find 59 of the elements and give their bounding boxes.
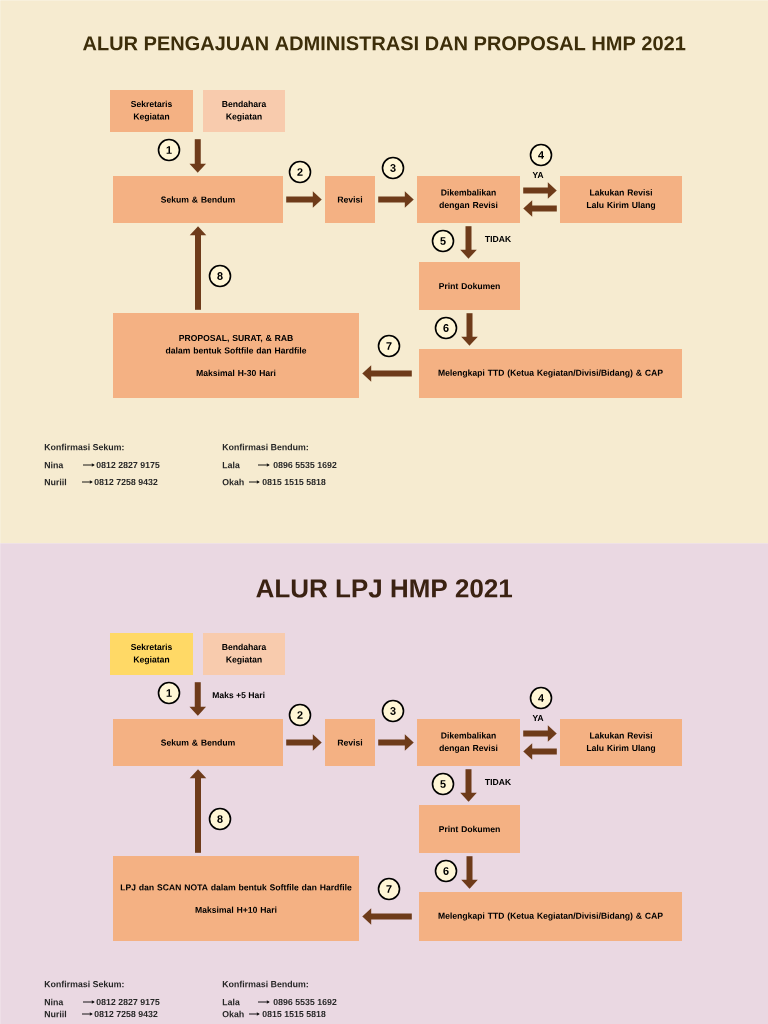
contact-text: 0815 1515 5818 [262, 478, 326, 486]
step-number: 4 [529, 143, 553, 167]
step-number: 5 [431, 772, 455, 796]
step-number: 3 [381, 699, 405, 723]
edge-label: TIDAK [484, 779, 512, 785]
process-box: Bendahara Kegiatan [203, 90, 285, 132]
process-box: Sekretaris Kegiatan [110, 90, 193, 132]
contact-text: Nina [44, 998, 64, 1006]
process-box: Revisi [325, 719, 375, 766]
contact-text: Lala [222, 461, 240, 469]
process-box: Sekum & Bendum [113, 719, 283, 766]
step-number: 3 [381, 156, 405, 180]
contact-text: 0812 2827 9175 [96, 998, 160, 1006]
process-box: Print Dokumen [419, 262, 520, 310]
contact-text: 0896 5535 1692 [273, 461, 337, 469]
contact-text: Konfirmasi Sekum: [44, 980, 124, 988]
process-box: Lakukan Revisi Lalu Kirim Ulang [560, 176, 682, 223]
step-number: 4 [529, 686, 553, 710]
contact-text: Okah [222, 1010, 244, 1018]
contact-text: Nuriil [44, 1010, 67, 1018]
step-number: 2 [288, 703, 312, 727]
step-number: 8 [208, 807, 232, 831]
step-number: 5 [431, 229, 455, 253]
process-box: Sekretaris Kegiatan [110, 633, 193, 675]
process-box: Bendahara Kegiatan [203, 633, 285, 675]
step-number: 6 [434, 859, 458, 883]
step-number: 7 [377, 334, 401, 358]
process-box: Sekum & Bendum [113, 176, 283, 223]
edge-label: YA [532, 715, 544, 721]
step-number: 6 [434, 316, 458, 340]
contact-text: Konfirmasi Bendum: [222, 980, 308, 988]
contact-text: 0815 1515 5818 [262, 1010, 326, 1018]
contact-text: 0812 7258 9432 [94, 478, 158, 486]
process-box: LPJ dan SCAN NOTA dalam bentuk Softfile dan Hardfile Maksimal H+10 Hari [113, 856, 359, 941]
process-box: Melengkapi TTD (Ketua Kegiatan/Divisi/Bidang) & CAP [419, 892, 682, 941]
edge-label: Maks +5 Hari [212, 691, 265, 699]
process-box: Print Dokumen [419, 805, 520, 853]
step-number: 1 [157, 138, 181, 162]
step-number: 7 [377, 877, 401, 901]
process-box: Revisi [325, 176, 375, 223]
process-box: Dikembalikan dengan Revisi [417, 719, 520, 766]
contact-text: Konfirmasi Bendum: [222, 443, 308, 451]
contact-text: Lala [222, 998, 240, 1006]
contact-text: Nuriil [44, 478, 67, 486]
contact-text: Konfirmasi Sekum: [44, 443, 124, 451]
step-number: 8 [208, 264, 232, 288]
process-box: Lakukan Revisi Lalu Kirim Ulang [560, 719, 682, 766]
contact-text: 0812 2827 9175 [96, 461, 160, 469]
step-number: 1 [157, 681, 181, 705]
edge-label: YA [532, 172, 544, 178]
process-box: Melengkapi TTD (Ketua Kegiatan/Divisi/Bidang) & CAP [419, 349, 682, 398]
contact-text: 0812 7258 9432 [94, 1010, 158, 1018]
contact-text: Nina [44, 461, 64, 469]
process-box: Dikembalikan dengan Revisi [417, 176, 520, 223]
edge-label: TIDAK [484, 236, 512, 242]
contact-text: 0896 5535 1692 [273, 998, 337, 1006]
step-number: 2 [288, 160, 312, 184]
contact-text: Okah [222, 478, 244, 486]
process-box: PROPOSAL, SURAT, & RAB dalam bentuk Softfile dan Hardfile Maksimal H-30 Hari [113, 313, 359, 398]
